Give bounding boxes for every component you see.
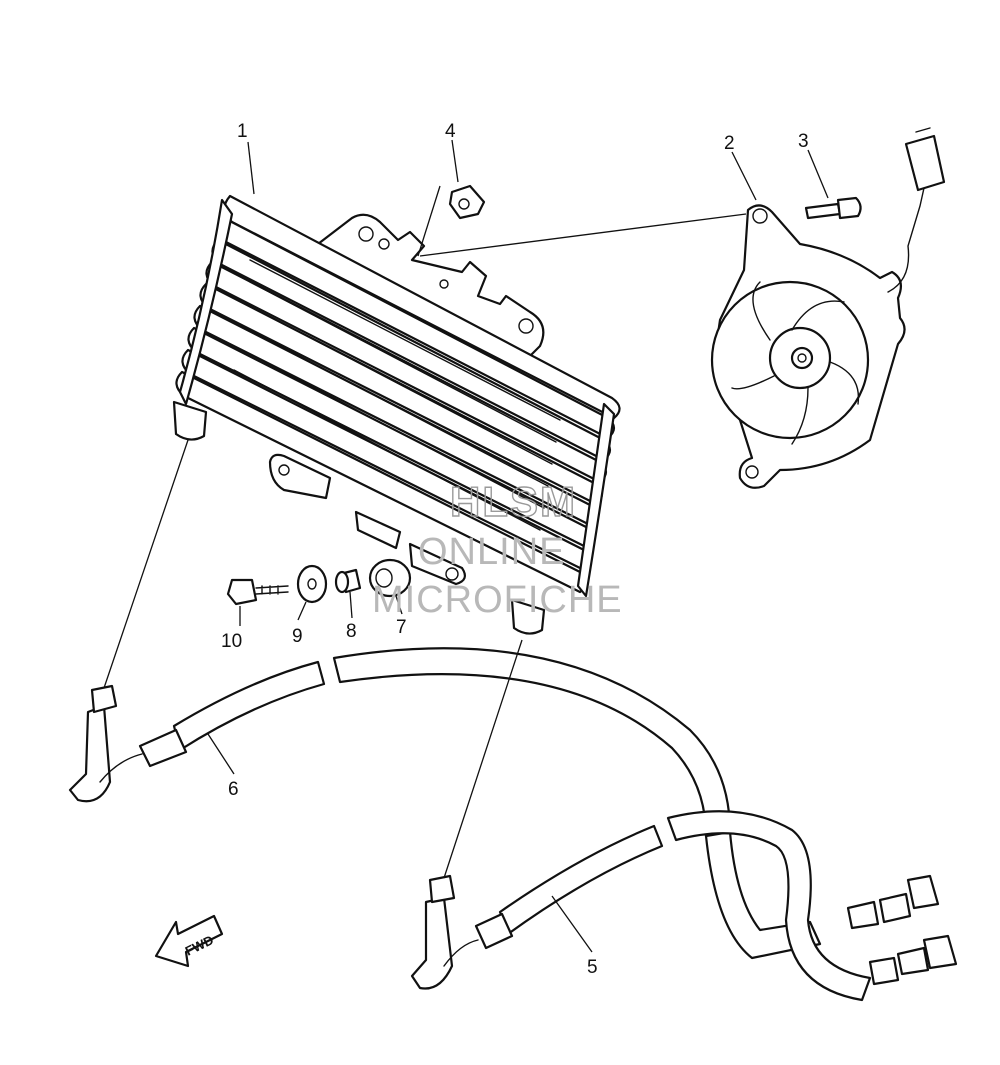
collar-part-8 xyxy=(334,568,362,594)
callout-1: 1 xyxy=(237,121,248,142)
leader-lines xyxy=(103,139,829,953)
bolt-part-10 xyxy=(226,578,289,606)
callout-2: 2 xyxy=(724,133,735,154)
watermark-line-2: ONLINE xyxy=(418,531,565,573)
grommet-part-7 xyxy=(368,558,412,598)
watermark: HLSM ONLINE MICROFICHE xyxy=(372,477,623,621)
oil-hose-5 xyxy=(410,810,958,1002)
watermark-line-1: HLSM xyxy=(450,478,577,525)
cooling-fan xyxy=(710,127,946,489)
bolt-part-3 xyxy=(804,196,862,220)
callout-7: 7 xyxy=(396,617,407,638)
callout-10: 10 xyxy=(221,631,242,652)
washer-part-9 xyxy=(296,564,328,604)
callout-labels: 1 2 3 4 5 6 7 8 9 10 xyxy=(221,121,809,978)
callout-6: 6 xyxy=(228,779,239,800)
fwd-arrow-icon: FWD xyxy=(154,914,224,968)
callout-9: 9 xyxy=(292,626,303,647)
callout-3: 3 xyxy=(798,131,809,152)
watermark-line-3: MICROFICHE xyxy=(372,579,623,621)
callout-5: 5 xyxy=(587,957,598,978)
nut-part xyxy=(448,184,486,220)
callout-8: 8 xyxy=(346,621,357,642)
callout-4: 4 xyxy=(445,121,456,142)
oil-cooler xyxy=(172,194,621,635)
